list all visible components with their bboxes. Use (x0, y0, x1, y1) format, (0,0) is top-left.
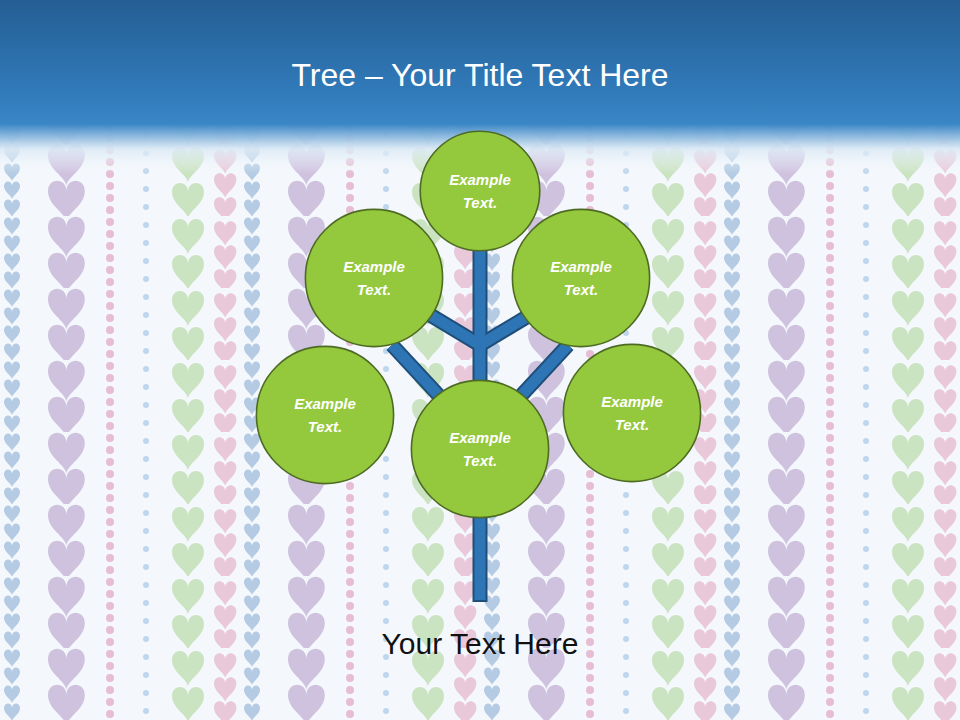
node-label: Example Text. (332, 255, 416, 301)
leaf-circle: Example Text. (304, 208, 444, 348)
circle-outline (410, 379, 550, 519)
circle-outline (419, 130, 541, 252)
node-label: Example Text. (283, 392, 367, 438)
circle-outline (255, 345, 395, 485)
slide-title: Tree – Your Title Text Here (0, 50, 960, 100)
circle-outline (511, 208, 651, 348)
caption-text: Your Text Here (0, 622, 960, 666)
leaf-circle: Example Text. (255, 345, 395, 485)
node-label: Example Text. (438, 426, 522, 472)
node-label: Example Text. (590, 390, 674, 436)
leaf-circle: Example Text. (419, 130, 541, 252)
circle-outline (304, 208, 444, 348)
leaf-circle: Example Text. (562, 343, 702, 483)
circle-outline (562, 343, 702, 483)
node-label: Example Text. (438, 168, 522, 214)
leaf-circle: Example Text. (410, 379, 550, 519)
node-label: Example Text. (539, 255, 623, 301)
leaf-circle: Example Text. (511, 208, 651, 348)
